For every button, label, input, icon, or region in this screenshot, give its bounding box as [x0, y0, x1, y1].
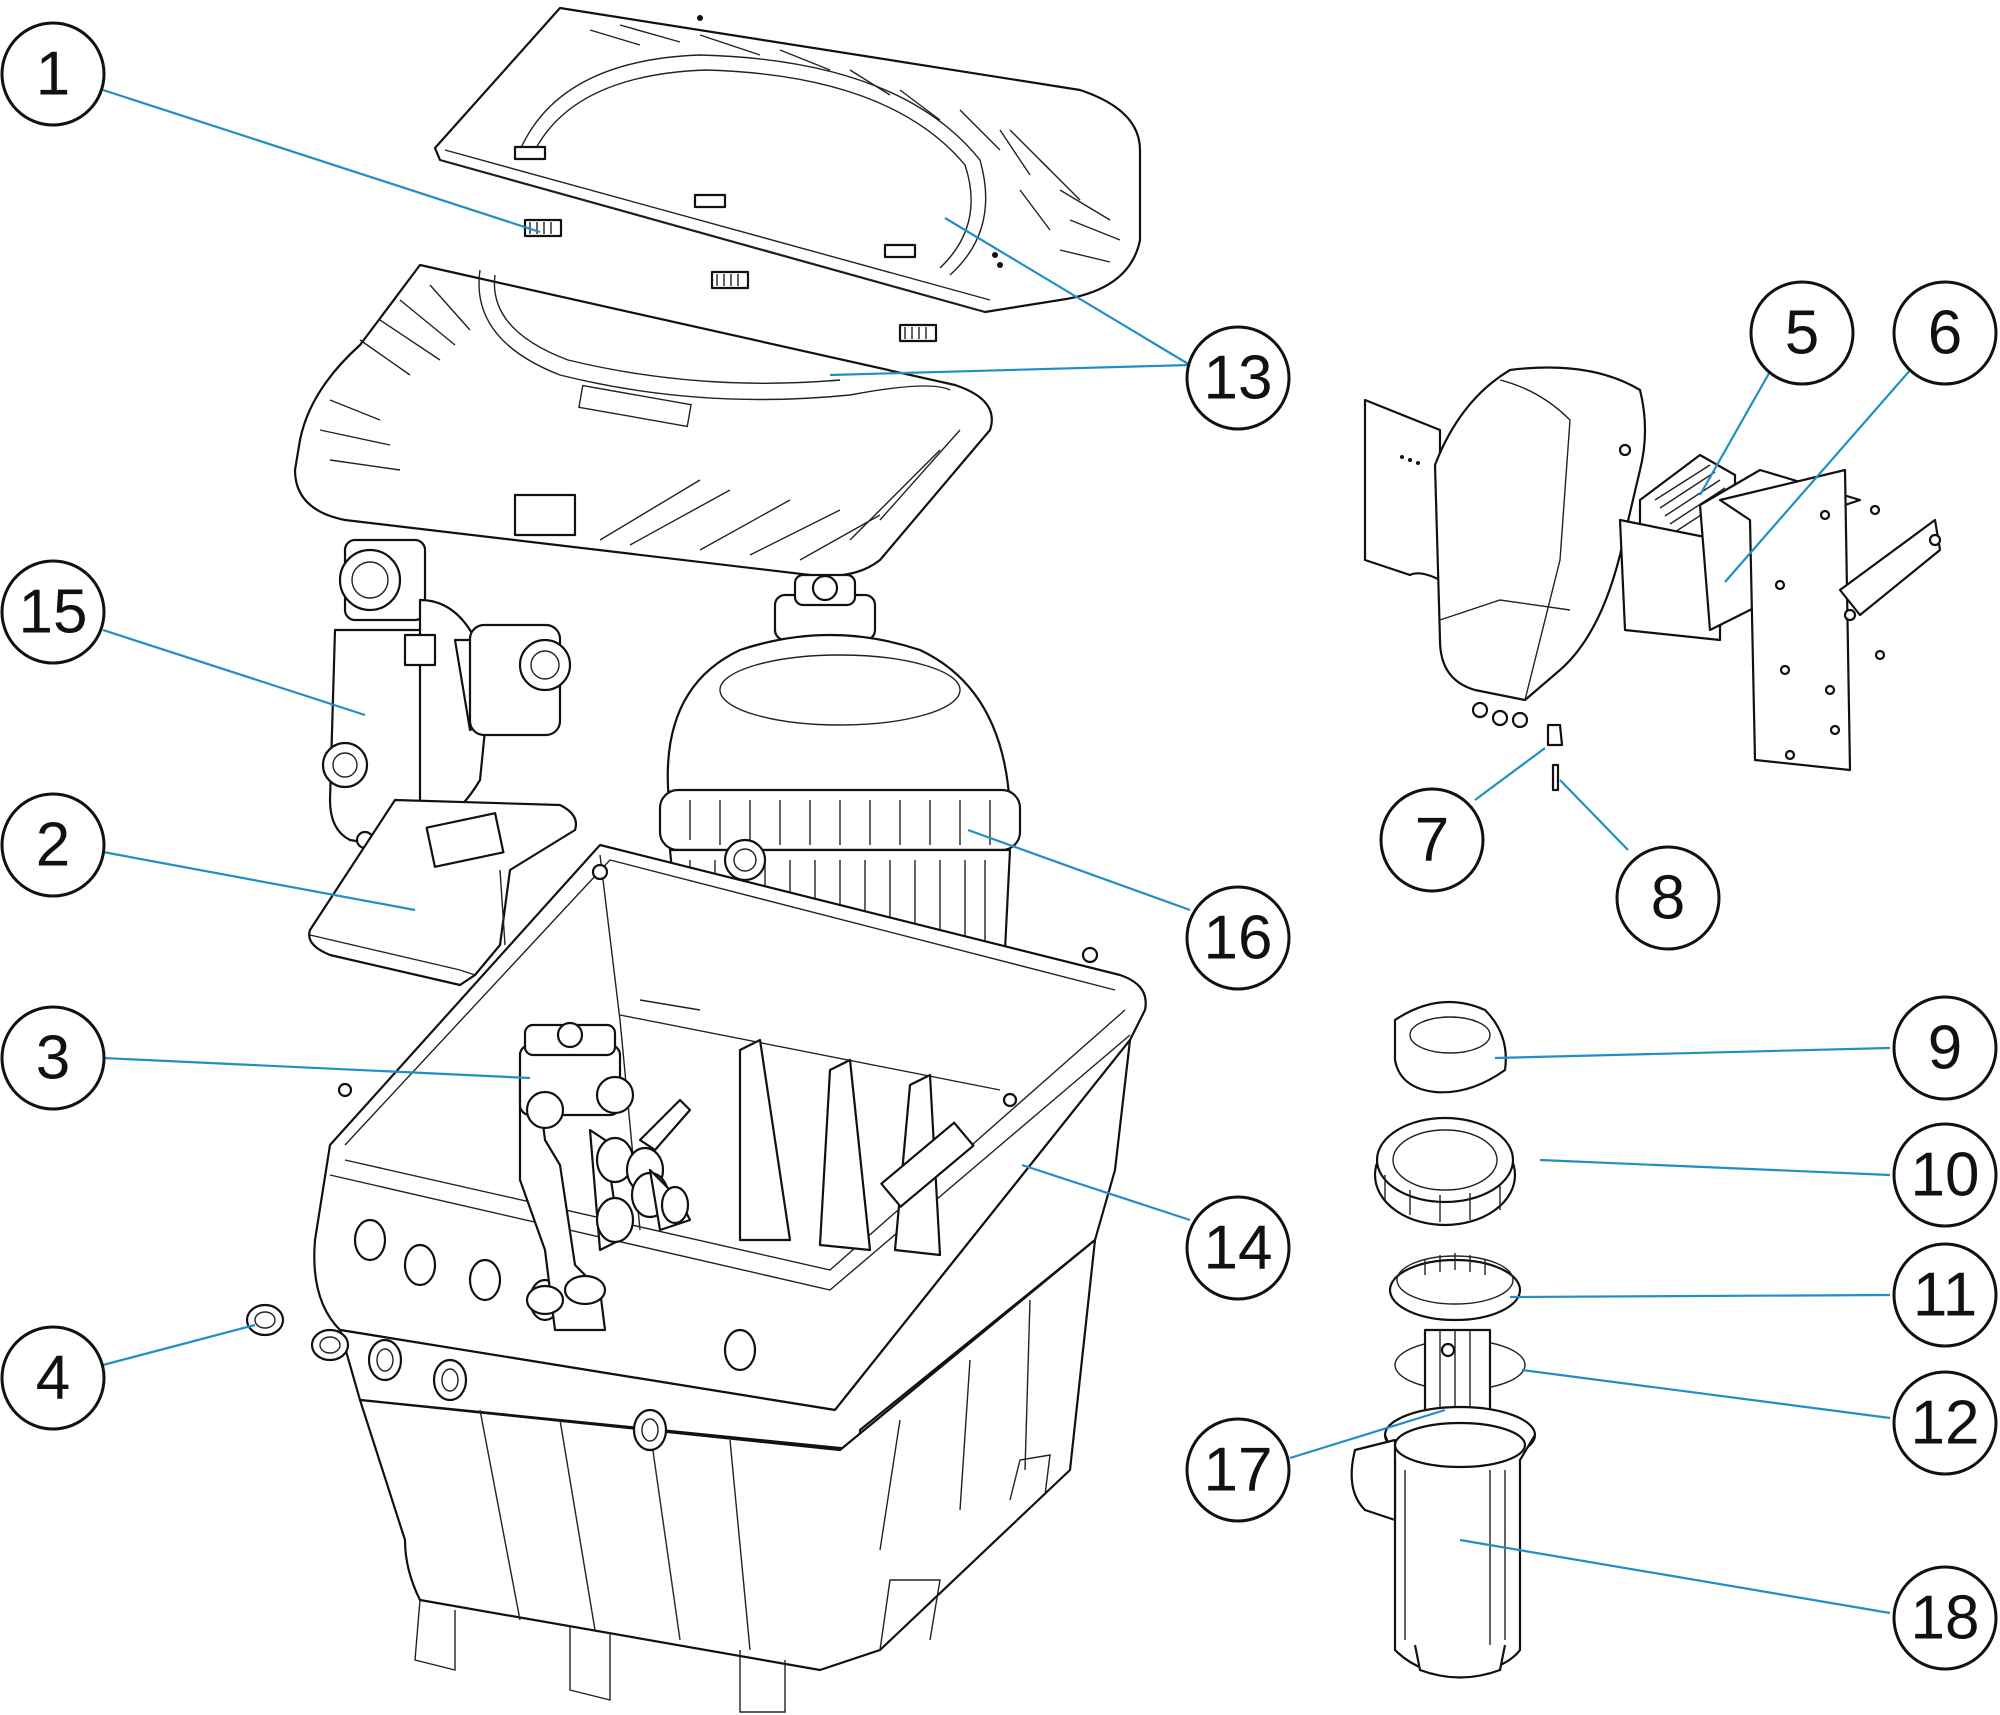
leader-10: [1539, 1158, 1891, 1177]
leader-16: [967, 828, 1191, 912]
callout-2: 2: [0, 792, 106, 898]
leader-13a: [944, 217, 1191, 366]
leader-5: [1699, 367, 1773, 496]
multiport-valve: [518, 1021, 692, 1332]
callout-10-label: 10: [1911, 1141, 1980, 1210]
leader-17: [1289, 1408, 1446, 1460]
callout-17: 17: [1185, 1417, 1291, 1523]
main-box: [313, 843, 1147, 1713]
callout-4-label: 4: [36, 1344, 70, 1413]
leader-14: [1021, 1163, 1191, 1222]
pump: [321, 538, 572, 850]
callout-11: 11: [1892, 1242, 1998, 1348]
callout-8-label: 8: [1651, 864, 1685, 933]
leader-4: [102, 1323, 256, 1367]
lid-top: [433, 6, 1142, 314]
leader-11: [1509, 1293, 1891, 1299]
callout-5-label: 5: [1785, 299, 1819, 368]
leader-7: [1474, 747, 1546, 801]
leader-15: [102, 628, 366, 717]
callout-3: 3: [0, 1005, 106, 1111]
callout-8: 8: [1615, 845, 1721, 951]
callout-15-label: 15: [19, 578, 88, 647]
leader-18: [1459, 1538, 1891, 1615]
leader-13b: [829, 363, 1191, 377]
callout-18-label: 18: [1911, 1584, 1980, 1653]
grommets: [245, 1303, 350, 1362]
leader-3: [102, 1056, 531, 1080]
leader-2: [102, 850, 416, 912]
callout-12-label: 12: [1911, 1389, 1980, 1458]
callout-6: 6: [1892, 280, 1998, 386]
leader-8: [1559, 779, 1629, 851]
callout-15: 15: [0, 559, 106, 665]
callout-16-label: 16: [1204, 904, 1273, 973]
cell-assembly: [1350, 1000, 1537, 1679]
callout-16: 16: [1185, 885, 1291, 991]
callout-12: 12: [1892, 1370, 1998, 1476]
callout-4: 4: [0, 1325, 106, 1431]
lid-bottom: [293, 263, 993, 578]
callout-5: 5: [1749, 280, 1855, 386]
callout-13-label: 13: [1204, 344, 1273, 413]
callout-9-label: 9: [1928, 1014, 1962, 1083]
callout-17-label: 17: [1204, 1436, 1273, 1505]
control-box: [1363, 366, 1942, 792]
base-plate: [308, 798, 578, 987]
callout-14-label: 14: [1204, 1214, 1273, 1283]
leader-lines: [102, 88, 1913, 1615]
callout-14: 14: [1185, 1195, 1291, 1301]
callout-2-label: 2: [36, 811, 70, 880]
callout-9: 9: [1892, 995, 1998, 1101]
hinge-clips: [523, 218, 938, 343]
leader-6: [1724, 367, 1913, 583]
callout-13: 13: [1185, 325, 1291, 431]
callout-3-label: 3: [36, 1024, 70, 1093]
callout-7-label: 7: [1415, 806, 1449, 875]
callout-18: 18: [1892, 1565, 1998, 1671]
callout-10: 10: [1892, 1122, 1998, 1228]
leader-9: [1494, 1046, 1891, 1060]
callout-6-label: 6: [1928, 299, 1962, 368]
callout-7: 7: [1379, 787, 1485, 893]
callout-1-label: 1: [36, 40, 70, 109]
leader-12: [1521, 1368, 1891, 1420]
callout-1: 1: [0, 21, 106, 127]
leader-1: [102, 88, 541, 234]
callout-11-label: 11: [1913, 1261, 1977, 1330]
